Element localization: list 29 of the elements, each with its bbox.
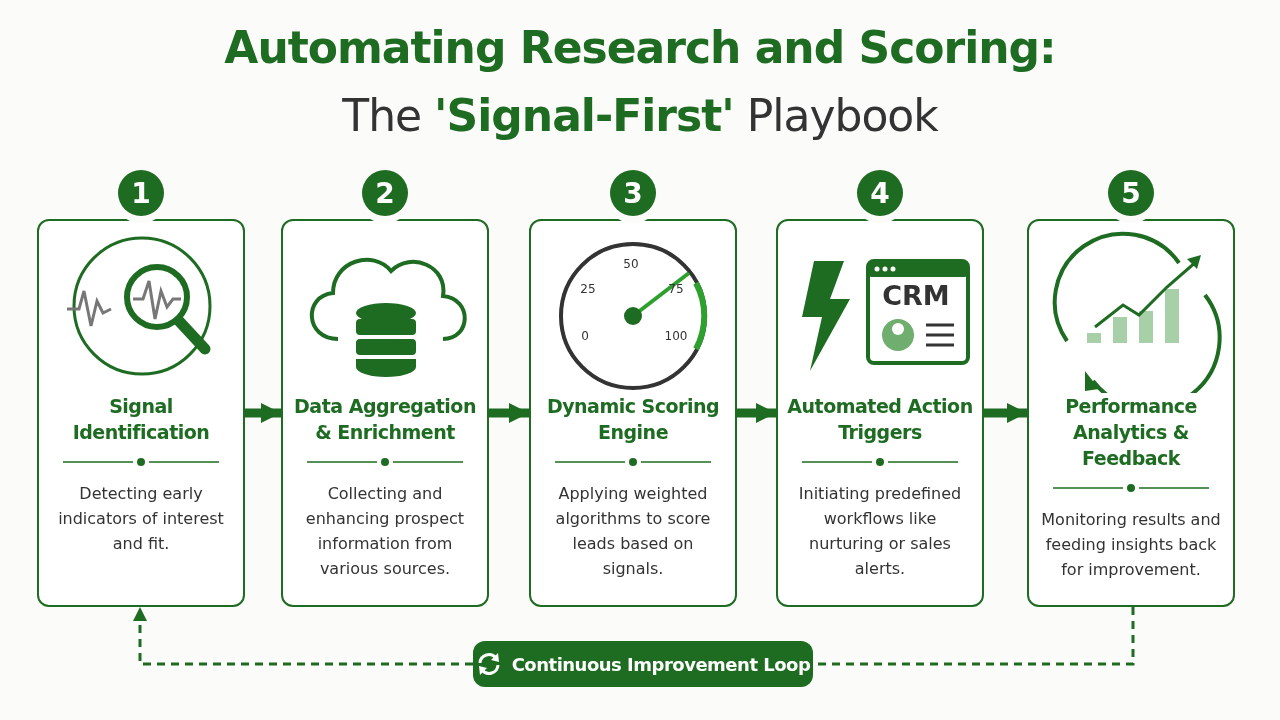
step-title: Dynamic Scoring Engine	[545, 394, 721, 445]
window-heading: CRM	[882, 279, 950, 311]
step-description: Initiating predefined workflows like nurturing or sales alerts.	[797, 483, 963, 580]
step-description: Monitoring results and feeding insights back for improvement.	[1040, 509, 1222, 581]
gauge-number: 75	[668, 282, 684, 296]
step-title: Signal Identification	[71, 394, 211, 445]
step-title: Performance Analytics & Feedback	[1064, 394, 1198, 471]
step-card	[1027, 219, 1235, 607]
loop-title: Continuous Improvement Loop	[511, 653, 811, 675]
step-title: Data Aggregation & Enrichment	[293, 394, 477, 445]
step-description: Applying weighted algorithms to score leads based on signals.	[554, 483, 712, 580]
loop-badge	[473, 641, 813, 687]
arrow	[737, 403, 776, 423]
step-title: Automated Action Triggers	[786, 394, 974, 445]
arrow	[489, 403, 529, 423]
step-card	[529, 219, 737, 607]
step-card	[281, 219, 489, 607]
gauge-number: 50	[623, 257, 639, 271]
title: Automating Research and Scoring: The 'Signal-First' Playbook	[223, 21, 1057, 143]
step-card	[37, 219, 245, 607]
gauge-number: 100	[664, 329, 688, 343]
arrow	[984, 403, 1027, 423]
step-card	[776, 219, 984, 607]
arrow	[245, 403, 281, 423]
step-description: Detecting early indicators of interest and fit.	[57, 483, 225, 555]
dashed-connector	[133, 607, 473, 666]
gauge-number: 25	[580, 282, 596, 296]
gauge-number: 0	[581, 329, 589, 343]
step-description: Collecting and enhancing prospect information from various sources.	[304, 483, 466, 580]
